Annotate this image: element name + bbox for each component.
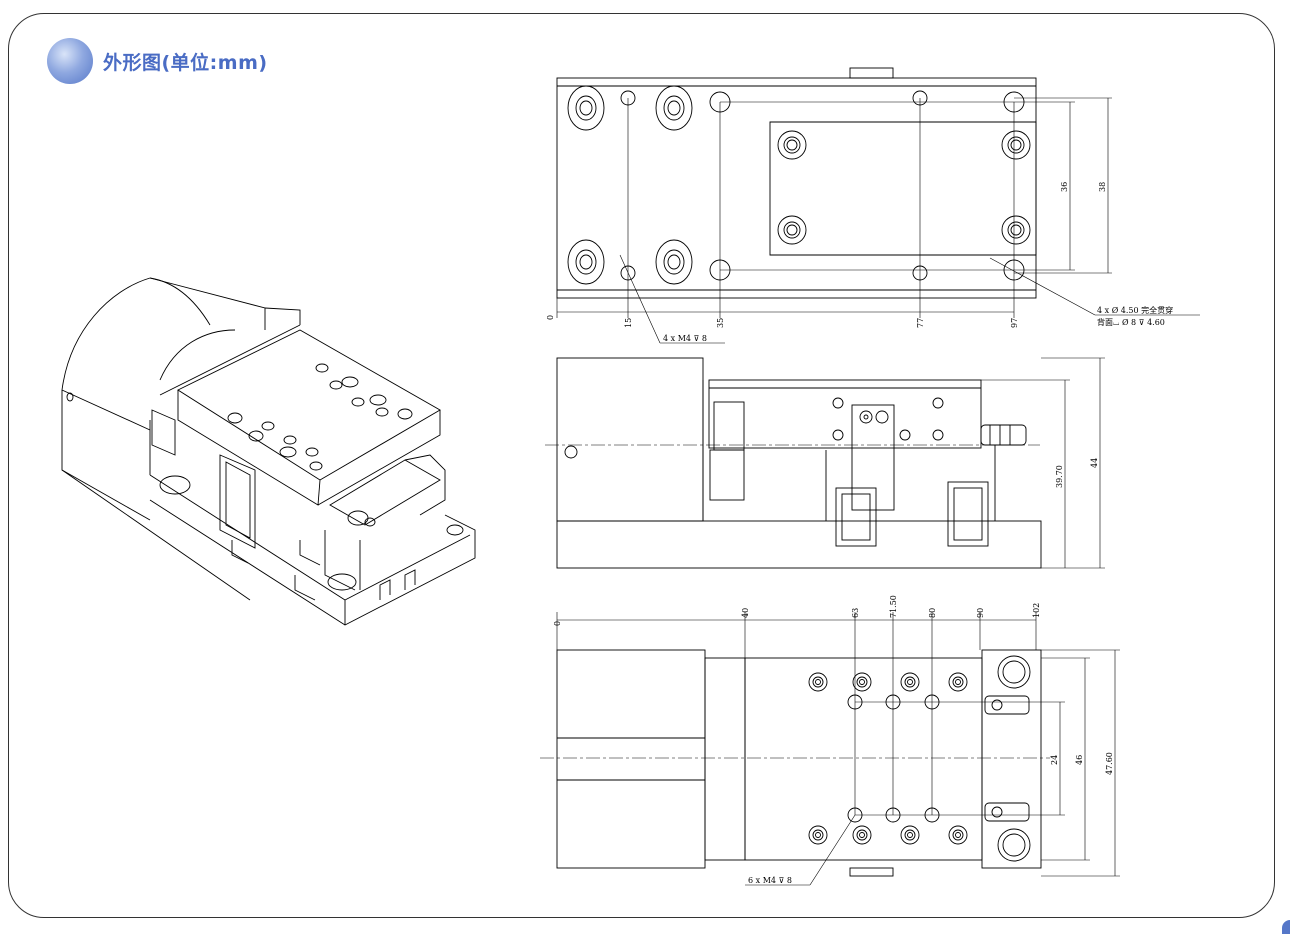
top-y-dim-38: 38 [1098,182,1107,192]
top-x-dim-0: 0 [546,315,555,320]
top-x-dim-97: 97 [1010,318,1019,328]
bottom-y-dim-47-60: 47.60 [1105,752,1114,775]
section-header: 外形图(单位:mm) [47,38,268,84]
bottom-x-dim-71-50: 71.50 [889,595,898,618]
bottom-x-dim-40: 40 [741,608,750,618]
isometric-view [61,277,476,626]
top-x-dim-77: 77 [916,318,925,328]
top-view-labels: 0 15 35 77 97 36 38 4 x M4 ⊽ 8 4 x Ø 4.5… [546,182,1173,343]
bottom-view-labels: 0 40 63 71.50 80 90 102 24 46 47.60 6 x … [553,595,1114,885]
bottom-x-dim-0: 0 [553,621,562,626]
side-view [545,357,1105,569]
top-thru-note-2: 背面⌴ Ø 8 ⊽ 4.60 [1097,317,1165,327]
section-title: 外形图(单位:mm) [103,51,268,74]
side-y-dim-39-70: 39.70 [1055,465,1064,488]
top-y-dim-36: 36 [1060,182,1069,192]
top-thru-note-1: 4 x Ø 4.50 完全贯穿 [1097,305,1173,315]
bottom-x-dim-80: 80 [928,608,937,618]
bottom-y-dim-24: 24 [1050,755,1059,765]
page-frame [8,13,1275,918]
bottom-hole-note: 6 x M4 ⊽ 8 [748,876,792,885]
bottom-x-dim-102: 102 [1032,603,1041,618]
page-corner-tab [1282,920,1290,934]
top-hole-note: 4 x M4 ⊽ 8 [663,334,707,343]
bottom-x-dim-63: 63 [851,608,860,618]
side-view-labels: 39.70 44 [1055,458,1099,488]
top-x-dim-35: 35 [716,318,725,328]
top-view [556,67,1200,344]
bottom-y-dim-46: 46 [1075,755,1084,765]
side-y-dim-44: 44 [1090,458,1099,468]
bullet-circle-icon [47,38,93,84]
bottom-view [540,612,1120,886]
bottom-x-dim-90: 90 [976,608,985,618]
top-x-dim-15: 15 [624,318,633,328]
